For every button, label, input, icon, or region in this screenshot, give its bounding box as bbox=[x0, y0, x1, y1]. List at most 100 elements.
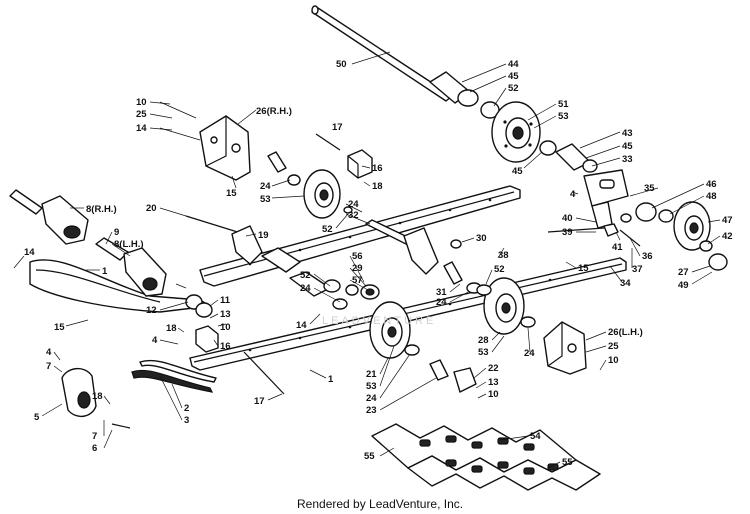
front-arm-rh bbox=[9, 189, 89, 245]
callout-24: 24 bbox=[260, 181, 271, 192]
bolt-6 bbox=[111, 423, 131, 429]
callout-10: 10 bbox=[220, 322, 231, 333]
callout-52: 52 bbox=[322, 224, 333, 235]
callout-7: 7 bbox=[46, 361, 51, 372]
callout-34: 34 bbox=[620, 278, 631, 289]
spacer-top bbox=[267, 151, 301, 186]
cross-shaft-front bbox=[185, 215, 301, 273]
callout-52: 52 bbox=[494, 264, 505, 275]
callout-37: 37 bbox=[632, 264, 643, 275]
callout-23: 23 bbox=[366, 405, 377, 416]
callout-30: 30 bbox=[476, 233, 487, 244]
spring-block-top bbox=[347, 149, 373, 179]
leader-lines bbox=[13, 51, 721, 469]
callout-27: 27 bbox=[678, 267, 689, 278]
callout-45: 45 bbox=[512, 166, 523, 177]
callout-19: 19 bbox=[258, 230, 269, 241]
callout-55: 55 bbox=[562, 457, 573, 468]
callout-2: 2 bbox=[184, 403, 189, 414]
callout-1: 1 bbox=[328, 374, 334, 385]
callout-57: 57 bbox=[352, 275, 363, 286]
callout-18: 18 bbox=[166, 323, 177, 334]
callout-9: 9 bbox=[114, 227, 119, 238]
callout-50: 50 bbox=[336, 59, 347, 70]
callout-44: 44 bbox=[508, 59, 519, 70]
front-arm-lh bbox=[95, 237, 167, 297]
callout-45: 45 bbox=[622, 141, 633, 152]
callout-33: 33 bbox=[622, 154, 633, 165]
callout-4: 4 bbox=[570, 189, 576, 200]
spring-block-lower bbox=[185, 294, 219, 353]
callout-11: 11 bbox=[220, 295, 231, 306]
callout-24: 24 bbox=[524, 348, 535, 359]
callout-24: 24 bbox=[366, 393, 377, 404]
spacer-bushings bbox=[539, 140, 598, 173]
callout-53: 53 bbox=[366, 381, 377, 392]
callout-16: 16 bbox=[220, 341, 231, 352]
callout-53: 53 bbox=[478, 347, 489, 358]
callout-31: 31 bbox=[436, 287, 447, 298]
callout-8-rh: 8(R.H.) bbox=[86, 204, 117, 215]
callout-14: 14 bbox=[296, 320, 307, 331]
callout-56: 56 bbox=[352, 251, 363, 262]
callout-52: 52 bbox=[300, 270, 311, 281]
callout-1: 1 bbox=[102, 266, 108, 277]
callout-24: 24 bbox=[348, 199, 359, 210]
callout-25: 25 bbox=[136, 109, 147, 120]
callout-52: 52 bbox=[508, 83, 519, 94]
callout-38: 38 bbox=[498, 250, 509, 261]
rear-idler-wheel-right bbox=[635, 201, 728, 271]
slide-rail-front bbox=[29, 259, 211, 313]
idler-wheel-lower-right bbox=[476, 277, 536, 335]
callout-54: 54 bbox=[530, 431, 541, 442]
callout-24: 24 bbox=[300, 283, 311, 294]
callout-53: 53 bbox=[260, 194, 271, 205]
callout-32: 32 bbox=[348, 210, 359, 221]
callout-41: 41 bbox=[612, 242, 623, 253]
callout-labels: 50 44 45 52 51 53 43 45 33 45 10 25 14 2… bbox=[24, 59, 733, 468]
callout-18: 18 bbox=[372, 181, 383, 192]
callout-8-lh: 8(L.H.) bbox=[114, 239, 144, 250]
wear-strip bbox=[131, 359, 217, 393]
lower-bracket bbox=[429, 359, 477, 393]
callout-48: 48 bbox=[706, 191, 717, 202]
callout-55: 55 bbox=[364, 451, 375, 462]
cross-shaft-rear bbox=[343, 206, 439, 275]
callout-45: 45 bbox=[508, 71, 519, 82]
callout-10: 10 bbox=[608, 355, 619, 366]
callout-15: 15 bbox=[226, 188, 237, 199]
callout-4: 4 bbox=[152, 335, 158, 346]
callout-25: 25 bbox=[608, 341, 619, 352]
front-pivot-block bbox=[61, 368, 97, 417]
center-bracket bbox=[443, 239, 482, 294]
callout-39: 39 bbox=[562, 227, 573, 238]
callout-42: 42 bbox=[722, 231, 733, 242]
callout-20: 20 bbox=[146, 203, 157, 214]
footer-credit: Rendered by LeadVenture, Inc. bbox=[297, 497, 463, 511]
rear-idler-wheel-top bbox=[491, 101, 541, 163]
callout-40: 40 bbox=[562, 213, 573, 224]
callout-49: 49 bbox=[678, 280, 689, 291]
callout-10: 10 bbox=[136, 97, 147, 108]
callout-4: 4 bbox=[46, 347, 52, 358]
callout-46: 46 bbox=[706, 179, 717, 190]
watermark: LEADVENTURE bbox=[322, 315, 436, 327]
callout-16: 16 bbox=[372, 163, 383, 174]
callout-47: 47 bbox=[722, 215, 733, 226]
callout-26-lh: 26(L.H.) bbox=[608, 327, 643, 338]
rear-bracket-lh bbox=[543, 321, 587, 375]
callout-13: 13 bbox=[488, 377, 499, 388]
callout-17: 17 bbox=[332, 122, 343, 133]
callout-7: 7 bbox=[92, 431, 97, 442]
rear-adjuster-plate bbox=[547, 169, 641, 247]
pin-17-lower bbox=[243, 351, 285, 395]
callout-14: 14 bbox=[24, 247, 35, 258]
callout-24: 24 bbox=[436, 297, 447, 308]
callout-14: 14 bbox=[136, 123, 147, 134]
callout-3: 3 bbox=[184, 415, 189, 426]
callout-22: 22 bbox=[488, 363, 499, 374]
callout-6: 6 bbox=[92, 443, 97, 454]
callout-12: 12 bbox=[146, 305, 157, 316]
callout-13: 13 bbox=[220, 309, 231, 320]
shock-assembly bbox=[289, 271, 380, 310]
